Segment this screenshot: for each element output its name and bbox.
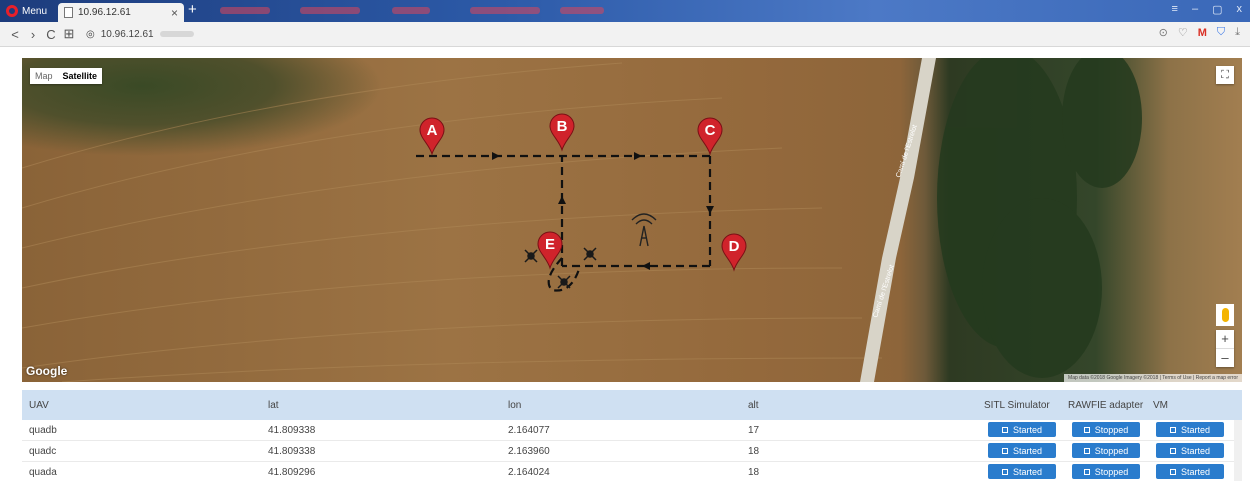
satellite-map[interactable]: Camí de l'Estrelot Camí de l'Estrelot (22, 58, 1242, 382)
close-window-icon[interactable]: x (1236, 3, 1243, 15)
cell-lat: 41.809296 (268, 466, 316, 478)
cell-alt: 18 (748, 445, 760, 457)
gmail-icon[interactable]: M (1197, 26, 1207, 39)
header-lon: lon (508, 399, 522, 411)
google-logo: Google (26, 364, 68, 378)
download-icon[interactable]: ⤓ (1235, 26, 1240, 38)
waypoint-marker-e[interactable]: E (537, 231, 563, 270)
new-tab-button[interactable]: + (188, 1, 197, 18)
easy-setup-icon[interactable]: ≡ (1171, 3, 1178, 15)
waypoint-label: C (705, 122, 716, 139)
table-row: quadb 41.809338 2.164077 17 Started Stop… (22, 420, 1242, 441)
url-path-blurred (159, 31, 194, 37)
table-row: quadc 41.809338 2.163960 18 Started Stop… (22, 441, 1242, 462)
browser-tab-bar: Menu 10.96.12.61 × + ≡ – ▢ x (0, 0, 1250, 22)
map-type-satellite[interactable]: Satellite (62, 71, 98, 81)
waypoint-marker-a[interactable]: A (419, 117, 445, 156)
zoom-out-button[interactable]: – (1221, 350, 1229, 365)
waypoint-marker-b[interactable]: B (549, 113, 575, 152)
sitl-status-button[interactable]: Started (988, 422, 1056, 437)
tab-close-icon[interactable]: × (170, 5, 178, 20)
snapshot-icon[interactable]: ⊙ (1158, 27, 1168, 39)
cell-uav: quadc (29, 445, 57, 457)
table-header: UAV lat lon alt SITL Simulator RAWFIE ad… (22, 390, 1242, 420)
reload-icon[interactable]: C (46, 26, 56, 42)
browser-tab-active[interactable]: 10.96.12.61 × (58, 3, 184, 22)
site-info-icon[interactable]: ◎ (86, 28, 95, 40)
table-scrollbar[interactable] (1234, 420, 1242, 481)
cell-alt: 18 (748, 466, 760, 478)
cell-lon: 2.163960 (508, 445, 550, 457)
header-alt: alt (748, 399, 759, 411)
sitl-status-button[interactable]: Started (988, 443, 1056, 458)
rawfie-status-button[interactable]: Stopped (1072, 464, 1140, 479)
opera-menu-button[interactable]: Menu (6, 3, 47, 19)
speed-dial-icon[interactable]: ⊞ (63, 26, 75, 41)
header-vm: VM (1153, 399, 1168, 411)
map-overlay: Camí de l'Estrelot Camí de l'Estrelot (22, 58, 1142, 382)
direction-arrows (492, 152, 714, 270)
uav-table: UAV lat lon alt SITL Simulator RAWFIE ad… (22, 390, 1242, 481)
maximize-icon[interactable]: ▢ (1212, 4, 1223, 16)
header-sitl: SITL Simulator (984, 399, 1050, 411)
map-attribution[interactable]: Map data ©2018 Google Imagery ©2018 | Te… (1064, 374, 1242, 382)
vm-status-button[interactable]: Started (1156, 443, 1224, 458)
menu-label: Menu (22, 5, 48, 17)
opera-logo-icon (6, 5, 18, 17)
zoom-in-button[interactable]: + (1221, 331, 1229, 346)
sitl-status-button[interactable]: Started (988, 464, 1056, 479)
cell-lon: 2.164077 (508, 424, 550, 436)
tree-canopy (937, 58, 1142, 378)
street-view-pegman-icon[interactable] (1216, 304, 1234, 326)
forward-icon[interactable]: › (30, 26, 36, 42)
cell-uav: quada (29, 466, 57, 478)
rawfie-status-button[interactable]: Stopped (1072, 443, 1140, 458)
waypoint-label: E (545, 236, 555, 253)
vpn-shield-icon[interactable]: ⛉ (1216, 26, 1226, 38)
road (860, 58, 936, 382)
rawfie-status-button[interactable]: Stopped (1072, 422, 1140, 437)
waypoint-label: D (729, 238, 740, 255)
map-type-map[interactable]: Map (35, 71, 53, 81)
waypoint-label: A (427, 122, 438, 139)
header-lat: lat (268, 399, 279, 411)
toolbar-icons: ⊙ ♡ M ⛉ ⤓ (1159, 26, 1240, 39)
blurred-tab[interactable] (560, 7, 604, 14)
address-bar: < › C ⊞ ◎ 10.96.12.61 ⊙ ♡ M ⛉ ⤓ (0, 22, 1250, 47)
cell-uav: quadb (29, 424, 57, 436)
back-icon[interactable]: < (11, 26, 19, 42)
blurred-tab[interactable] (300, 7, 360, 14)
cell-alt: 17 (748, 424, 760, 436)
cell-lon: 2.164024 (508, 466, 550, 478)
bookmark-heart-icon[interactable]: ♡ (1177, 27, 1188, 39)
blurred-tab[interactable] (220, 7, 270, 14)
waypoint-markers: A B C D E (419, 113, 747, 272)
tab-title: 10.96.12.61 (78, 7, 131, 18)
fullscreen-icon[interactable]: ⛶ (1216, 66, 1234, 84)
antenna-icon (631, 213, 657, 247)
window-controls: ≡ – ▢ x (1172, 3, 1242, 16)
vm-status-button[interactable]: Started (1156, 422, 1224, 437)
minimize-icon[interactable]: – (1191, 3, 1199, 15)
waypoint-label: B (557, 118, 568, 135)
zoom-control: + – (1216, 330, 1234, 367)
header-rawfie: RAWFIE adapter (1068, 399, 1144, 411)
cell-lat: 41.809338 (268, 424, 316, 436)
waypoint-marker-c[interactable]: C (697, 117, 723, 156)
drone-icons (524, 247, 597, 289)
url-text: 10.96.12.61 (100, 28, 154, 40)
field-furrows (22, 62, 883, 382)
url-field[interactable]: ◎ 10.96.12.61 (86, 29, 194, 40)
blurred-tab[interactable] (470, 7, 540, 14)
table-row: quada 41.809296 2.164024 18 Started Stop… (22, 462, 1242, 481)
map-type-control: Map Satellite (30, 68, 103, 84)
page-icon (64, 7, 73, 18)
vm-status-button[interactable]: Started (1156, 464, 1224, 479)
cell-lat: 41.809338 (268, 445, 316, 457)
blurred-tab[interactable] (392, 7, 430, 14)
header-uav: UAV (29, 399, 49, 411)
waypoint-marker-d[interactable]: D (721, 233, 747, 272)
